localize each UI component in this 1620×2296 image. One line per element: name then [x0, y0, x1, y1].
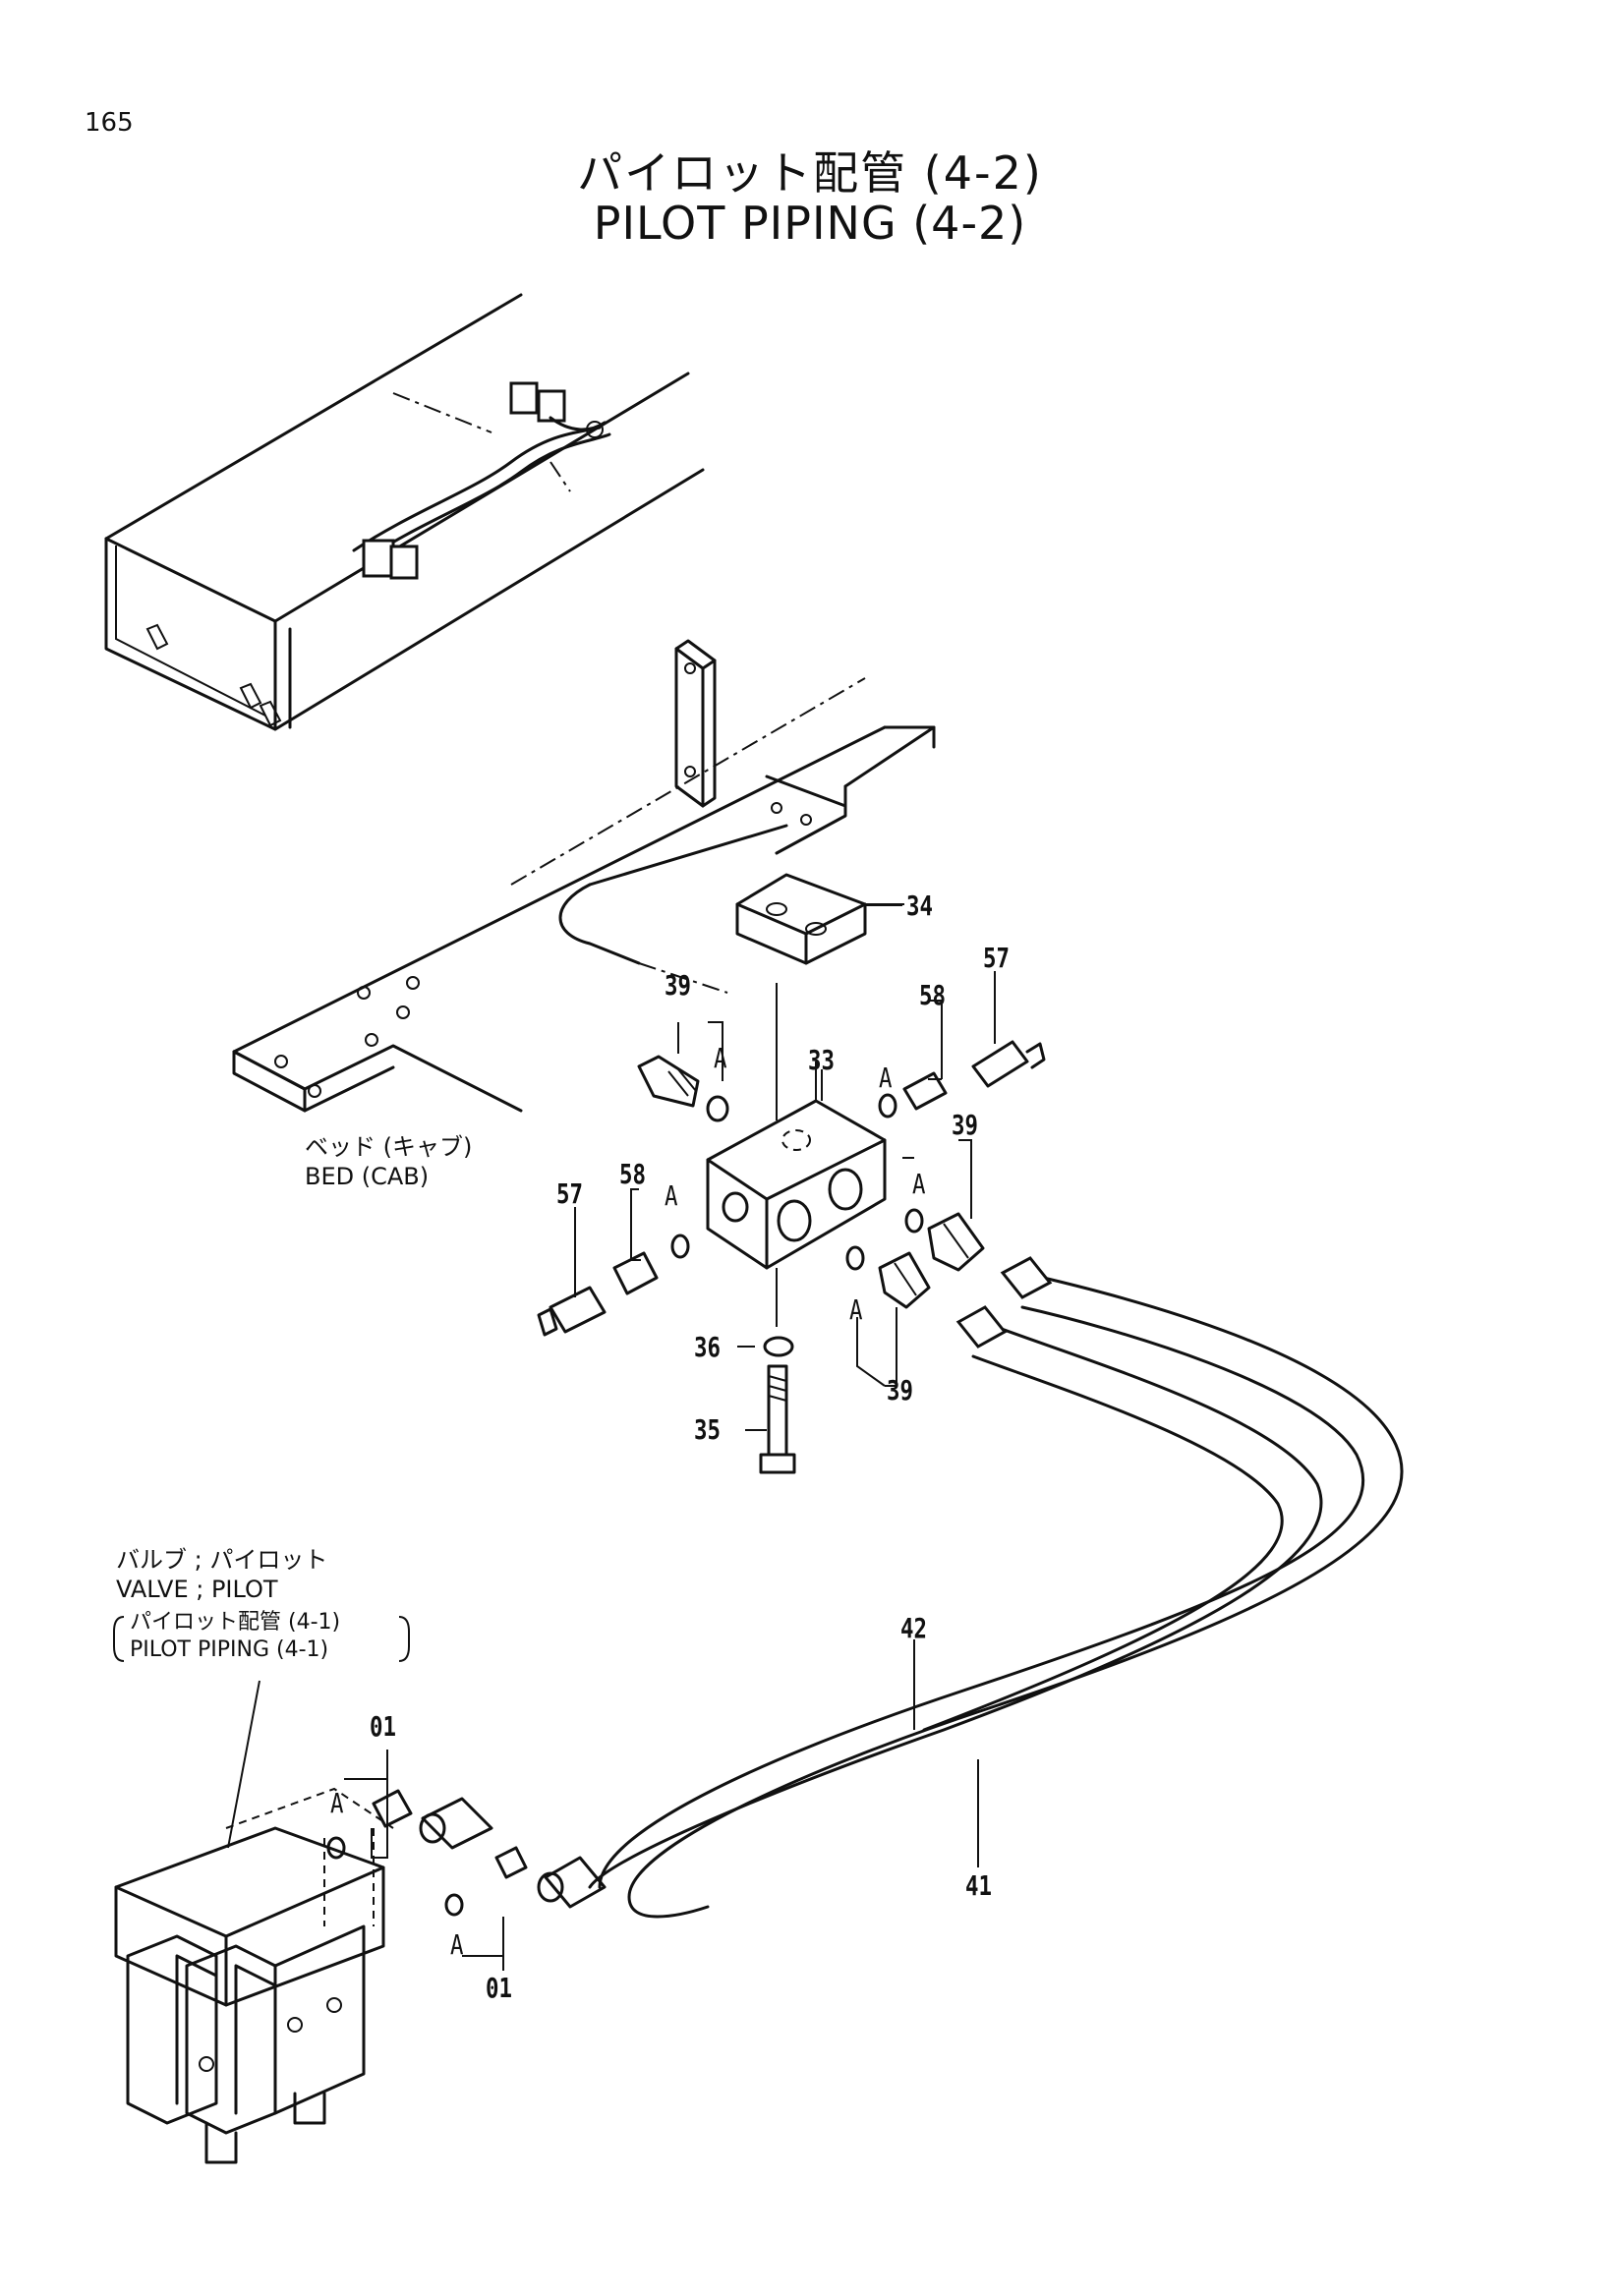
- bed-label-japanese: ベッド (キャブ): [305, 1133, 473, 1161]
- o-ring-mark-a: A: [330, 1787, 344, 1819]
- callout-58-left: 58: [619, 1158, 646, 1190]
- hose-41-drawing: [588, 1305, 1323, 1889]
- page-title-japanese: パイロット配管 (4-2): [577, 146, 1043, 200]
- cab-beam-drawing: [104, 293, 705, 731]
- fitting-57-left-drawing: [537, 1286, 607, 1337]
- fitting-39-top-drawing: [637, 1055, 729, 1122]
- callout-39-bottom: 39: [887, 1374, 913, 1406]
- callout-35: 35: [694, 1413, 721, 1446]
- fitting-39-bottom-drawing: [845, 1245, 931, 1309]
- bolt-35-drawing: [759, 1364, 796, 1474]
- fitting-39-right-drawing: [904, 1208, 985, 1272]
- o-ring-mark-a: A: [714, 1042, 727, 1074]
- page-number: 165: [85, 108, 134, 138]
- hose-42-drawing: [598, 1256, 1404, 1919]
- callout-57-left: 57: [556, 1177, 583, 1210]
- washer-36-drawing: [763, 1336, 794, 1357]
- callout-34: 34: [906, 890, 933, 922]
- valve-label-english: VALVE ; PILOT: [116, 1576, 278, 1603]
- callout-39-right: 39: [952, 1109, 978, 1141]
- callout-01-bottom: 01: [486, 1972, 512, 2004]
- callout-41: 41: [965, 1869, 992, 1902]
- bed-plate-drawing: [232, 677, 936, 1113]
- pilot-valve-drawing: [114, 1787, 394, 2164]
- junction-block-33-drawing: [706, 1062, 887, 1270]
- fitting-58-left-drawing: [612, 1234, 690, 1295]
- bed-label-english: BED (CAB): [305, 1163, 430, 1190]
- leader-lines: [113, 904, 996, 1971]
- page-title-english: PILOT PIPING (4-2): [593, 197, 1027, 250]
- o-ring-mark-a: A: [849, 1293, 863, 1326]
- clamp-34-drawing: [735, 873, 904, 965]
- fitting-57-right-drawing: [971, 1040, 1046, 1088]
- callout-33: 33: [808, 1044, 835, 1076]
- callout-57-right: 57: [983, 942, 1010, 974]
- callout-01-top: 01: [370, 1710, 396, 1743]
- callout-36: 36: [694, 1331, 721, 1363]
- reference-label-english: PILOT PIPING (4-1): [130, 1637, 329, 1662]
- callout-39-top: 39: [665, 969, 691, 1002]
- fitting-58-right-drawing: [878, 1071, 948, 1119]
- callout-42: 42: [900, 1612, 927, 1644]
- reference-label-japanese: パイロット配管 (4-1): [130, 1610, 341, 1635]
- callout-58-right: 58: [919, 979, 946, 1011]
- o-ring-mark-a: A: [450, 1928, 464, 1961]
- bracket-plate-drawing: [674, 639, 717, 808]
- o-ring-mark-a: A: [912, 1168, 926, 1200]
- hose-end-fittings-drawing: [326, 1789, 607, 1917]
- o-ring-mark-a: A: [879, 1062, 893, 1094]
- valve-label-japanese: バルブ ; パイロット: [116, 1546, 328, 1574]
- o-ring-mark-a: A: [665, 1179, 678, 1212]
